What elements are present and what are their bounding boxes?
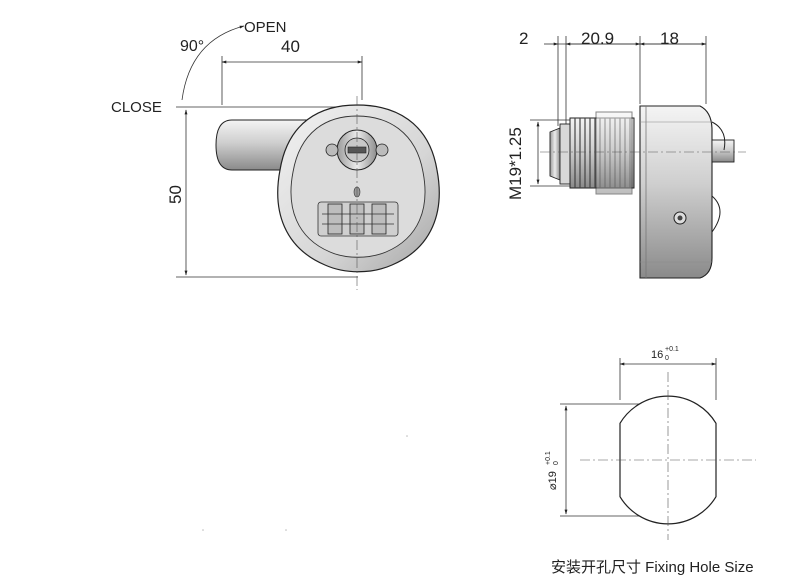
dial-1 — [327, 203, 343, 235]
front-view: 40 OPEN 90° CLOSE 50 — [111, 19, 440, 290]
angle-label: 90° — [180, 38, 204, 55]
lock-washer — [559, 123, 571, 185]
hole-diameter-tol-lower: 0 — [553, 461, 560, 465]
width-dimension-text: 40 — [281, 37, 300, 56]
hole-diameter-tol-upper: +0.1 — [545, 451, 552, 465]
combination-dials — [317, 201, 399, 237]
dim-2-text: 2 — [519, 29, 528, 48]
open-rotation-arc — [181, 25, 245, 101]
side-view: 2 20.9 18 M19*1.25 — [506, 29, 746, 279]
dim-20-9-text: 20.9 — [581, 29, 614, 48]
close-label: CLOSE — [111, 99, 162, 116]
thread-label: M19*1.25 — [506, 127, 525, 200]
hex-nut — [595, 111, 633, 195]
dim-18-text: 18 — [660, 29, 679, 48]
hole-width-tol-lower: 0 — [665, 355, 669, 362]
hole-width-tol-upper: +0.1 — [665, 346, 679, 353]
open-label: OPEN — [244, 19, 287, 36]
housing-body — [639, 105, 713, 279]
hole-width-text: 16 — [651, 349, 663, 361]
fixing-hole-caption: 安装开孔尺寸 Fixing Hole Size — [551, 559, 754, 576]
dial-3 — [371, 203, 387, 235]
rear-spindle — [711, 139, 735, 163]
fixing-hole-outline — [619, 395, 717, 525]
hole-diameter-text: ⌀19 — [547, 471, 559, 490]
height-dimension-text: 50 — [166, 185, 185, 204]
fixing-hole-view: 16 +0.1 0 ⌀19 +0.1 0 安装开孔尺寸 Fixing Hole … — [545, 346, 756, 576]
